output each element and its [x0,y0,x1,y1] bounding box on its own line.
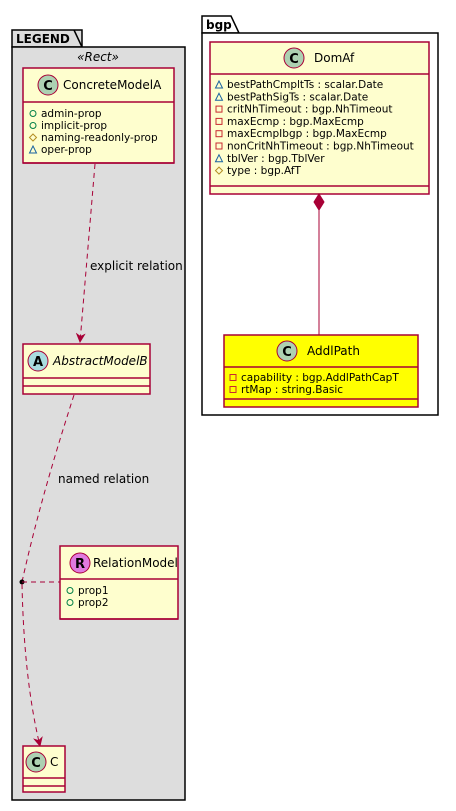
attribute-row: prop1 [78,585,109,597]
class-name: DomAf [314,51,355,65]
attribute-row: prop2 [78,597,109,609]
attribute-row: maxEcmpIbgp : bgp.MaxEcmp [227,128,387,140]
protected-visibility-icon [214,166,224,175]
private-visibility-icon [215,142,223,150]
explicit-relation-label: explicit relation [90,259,183,273]
private-visibility-icon [215,105,223,113]
class-a-badge-icon [27,350,49,372]
private-visibility-icon [215,130,223,138]
attribute-row: tblVer : bgp.TblVer [227,153,325,165]
domaf-class[interactable]: C DomAf bestPathCmpltTs : scalar.Datebes… [209,41,430,195]
class-c-badge-icon [276,340,298,362]
abstract-model-b-class[interactable]: A AbstractModelB [22,343,151,395]
attribute-row: admin-prop [41,108,102,120]
named-relation-label: named relation [58,472,149,486]
composition-edge [313,193,325,335]
attribute-row: rtMap : string.Basic [241,384,343,396]
public-visibility-icon [29,122,37,129]
public-visibility-icon [66,599,74,606]
package-visibility-icon [214,79,224,89]
badge-letter: C [289,52,299,67]
badge-letter: R [75,557,85,572]
public-visibility-icon [66,587,74,594]
private-visibility-icon [229,374,237,381]
class-name: C [50,755,58,769]
class-name: RelationModel [93,556,178,570]
class-r-badge-icon [69,552,91,574]
package-visibility-icon [28,144,38,154]
bgp-package-title: bgp [206,18,232,32]
class-name: AddlPath [307,344,360,358]
class-name: AbstractModelB [52,354,148,368]
package-visibility-icon [214,92,224,101]
legend-package-title: LEGEND [16,32,70,46]
protected-visibility-icon [28,133,38,142]
concrete-model-a-class[interactable]: C ConcreteModelA admin-propimplicit-prop… [22,67,175,164]
attribute-row: bestPathCmpltTs : scalar.Date [227,79,383,91]
badge-letter: C [282,345,292,360]
attribute-row: bestPathSigTs : scalar.Date [227,91,368,103]
attribute-row: nonCritNhTimeout : bgp.NhTimeout [227,141,414,153]
attribute-row: implicit-prop [41,120,107,132]
badge-letter: C [43,79,53,94]
attribute-row: capability : bgp.AddlPathCapT [241,372,399,384]
class-c-badge-icon [283,47,305,69]
badge-letter: A [33,355,43,370]
public-visibility-icon [29,110,37,117]
package-visibility-icon [214,153,224,163]
attribute-row: critNhTimeout : bgp.NhTimeout [227,104,392,116]
named-relation-edge: named relation [19,394,149,747]
attribute-row: maxEcmp : bgp.MaxEcmp [227,116,364,128]
attribute-row: type : bgp.AfT [227,165,302,177]
attribute-row: naming-readonly-prop [41,132,158,144]
class-name: ConcreteModelA [63,78,162,92]
class-c-badge-icon [25,751,47,773]
badge-letter: C [31,756,41,771]
private-visibility-icon [215,117,223,125]
private-visibility-icon [229,386,237,393]
c-class[interactable]: C C [22,745,66,793]
attribute-row: oper-prop [41,144,92,156]
addlpath-class[interactable]: C AddlPath capability : bgp.AddlPathCapT… [223,334,419,408]
class-c-badge-icon [37,74,59,96]
explicit-relation-edge: explicit relation [75,163,183,343]
legend-stereotype: «Rect» [77,50,119,64]
